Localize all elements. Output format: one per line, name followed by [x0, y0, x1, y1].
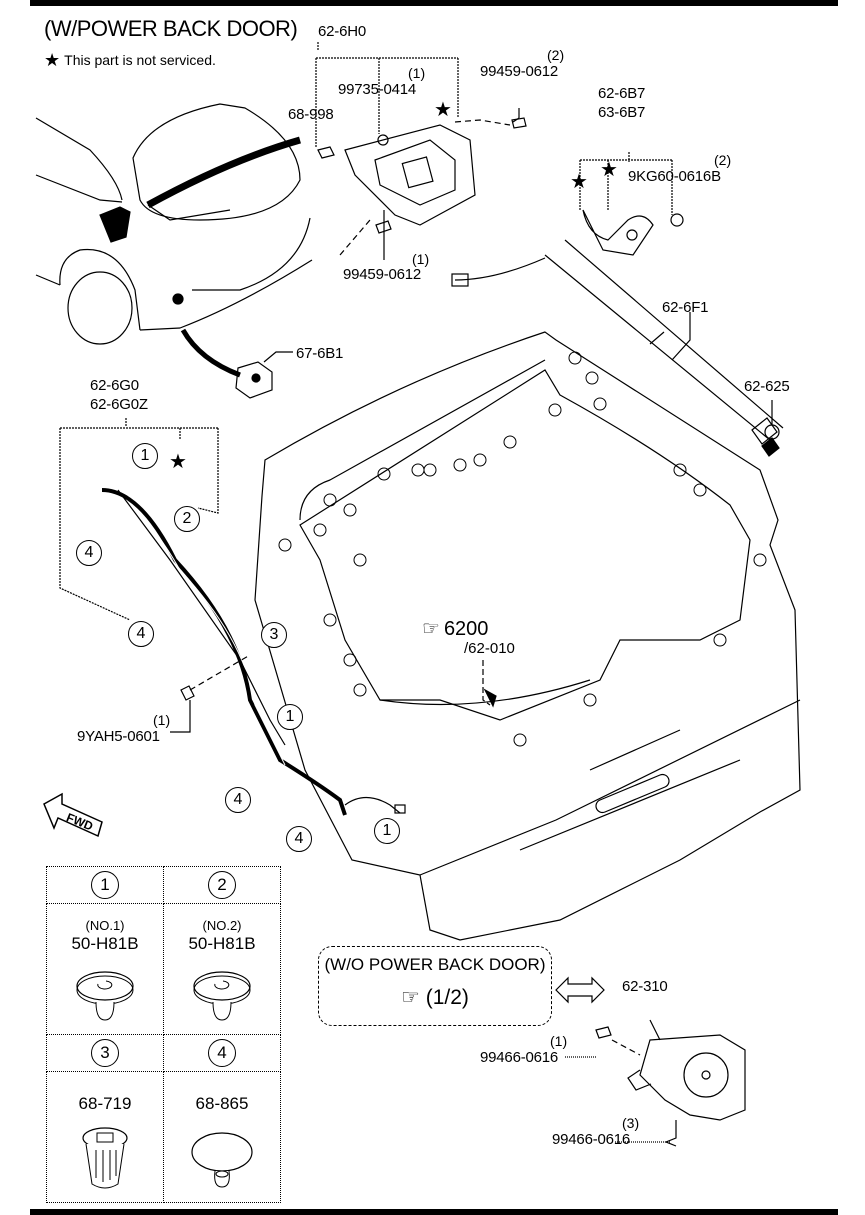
part-label-harness-2[interactable]: 62-6G0Z	[90, 396, 148, 413]
clip-part-number: 68-865	[195, 1094, 249, 1113]
clip-number-badge: 2	[208, 871, 236, 899]
part-label-harness-bolt[interactable]: 9YAH5-0601	[77, 728, 160, 745]
without-power-door-note[interactable]: (W/O POWER BACK DOOR) ☞ (1/2)	[318, 946, 552, 1026]
pointing-hand-icon: ☞	[401, 986, 426, 1009]
harness-connector-icon	[99, 206, 131, 243]
callout-clip-4[interactable]: 4	[128, 621, 154, 647]
qty-label: (1)	[550, 1033, 568, 1049]
not-serviced-star-icon: ★	[434, 99, 452, 121]
qty-label: (1)	[153, 712, 171, 728]
part-label-hinge-bracket-2[interactable]: 63-6B7	[598, 104, 646, 121]
callout-clip-4[interactable]: 4	[225, 787, 251, 813]
door-reference[interactable]: ☞6200	[422, 616, 488, 641]
part-label-bracket-bolt-upper[interactable]: 99459-0612	[480, 63, 559, 80]
callout-clip-1[interactable]: 1	[277, 704, 303, 730]
wiring-harness-strip	[146, 136, 301, 209]
top-border	[30, 0, 838, 6]
clip-cell-4[interactable]: 68-865	[163, 1071, 281, 1203]
qty-label: (3)	[622, 1115, 640, 1131]
latch-actuator-icon	[627, 1034, 746, 1121]
fwd-arrow-icon: FWD	[43, 792, 103, 838]
part-label-bracket-clip[interactable]: 68-998	[288, 106, 334, 123]
double-arrow-icon	[555, 976, 605, 1004]
clip-cell-1[interactable]: (NO.1) 50-H81B	[46, 903, 164, 1035]
page-title: (W/POWER BACK DOOR)	[44, 16, 298, 41]
clip-table-header-2: 2	[163, 866, 281, 904]
fwd-label: FWD	[64, 810, 95, 833]
clip-table-header-1: 1	[46, 866, 164, 904]
part-label-hinge-bracket-1[interactable]: 62-6B7	[598, 85, 646, 102]
clip-note: (NO.1)	[85, 918, 125, 933]
note-ref-value: (1/2)	[425, 986, 469, 1009]
callout-clip-3[interactable]: 3	[261, 622, 287, 648]
gas-strut-icon	[544, 239, 784, 457]
clip-reference-table: 1 2 (NO.1) 50-H81B (NO.2) 50-H81B 3	[46, 866, 281, 1203]
bracket-assy-icon	[317, 124, 476, 226]
part-label-strut[interactable]: 62-6F1	[662, 299, 709, 316]
part-label-bracket-screw[interactable]: 99735-0414	[338, 81, 417, 98]
part-label-harness-1[interactable]: 62-6G0	[90, 377, 139, 394]
vehicle-outline-icon	[35, 103, 313, 345]
push-clip-icon	[76, 971, 134, 1021]
part-label-latch-bolt-upper[interactable]: 99466-0616	[480, 1049, 559, 1066]
clip-number-badge: 4	[208, 1039, 236, 1067]
forward-direction-arrow: FWD	[40, 792, 112, 853]
not-serviced-star-icon: ★	[169, 451, 187, 473]
qty-label: (2)	[714, 152, 732, 168]
clip-cell-3[interactable]: 68-719	[46, 1071, 164, 1203]
clip-part-number: 50-H81B	[71, 934, 139, 953]
not-serviced-star-icon: ★	[570, 171, 588, 193]
clip-cell-2[interactable]: (NO.2) 50-H81B	[163, 903, 281, 1035]
part-label-strut-cap[interactable]: 62-625	[744, 378, 790, 395]
part-label-bracket-bolt-lower[interactable]: 99459-0612	[343, 266, 422, 283]
part-label-bracket-assy[interactable]: 62-6H0	[318, 23, 366, 40]
clip-part-number: 68-719	[78, 1094, 132, 1113]
part-label-latch-bolt-lower[interactable]: 99466-0616	[552, 1131, 631, 1148]
clip-table-header-4: 4	[163, 1034, 281, 1072]
part-label-hinge-bolt[interactable]: 9KG60-0616B	[628, 168, 721, 185]
push-clip-icon	[193, 971, 251, 1021]
note-title: (W/O POWER BACK DOOR)	[324, 955, 546, 974]
qty-label: (1)	[408, 65, 426, 81]
door-ref-number: 6200	[443, 618, 489, 640]
clip-table-header-3: 3	[46, 1034, 164, 1072]
callout-clip-4[interactable]: 4	[76, 540, 102, 566]
clip-number-badge: 1	[91, 871, 119, 899]
part-label-door[interactable]: /62-010	[464, 640, 515, 657]
part-label-latch[interactable]: 62-310	[622, 978, 668, 995]
star-icon: ★	[44, 50, 61, 70]
note-reference: ☞ (1/2)	[319, 985, 551, 1010]
legend-text: This part is not serviced.	[64, 52, 216, 68]
callout-clip-4[interactable]: 4	[286, 826, 312, 852]
callout-clip-1[interactable]: 1	[132, 443, 158, 469]
clip-note: (NO.2)	[202, 918, 242, 933]
pointing-hand-icon: ☞	[422, 618, 440, 640]
fir-tree-clip-icon	[82, 1127, 128, 1189]
callout-clip-2[interactable]: 2	[174, 506, 200, 532]
door-switch-icon	[235, 361, 273, 399]
part-label-switch[interactable]: 67-6B1	[296, 345, 344, 362]
not-serviced-star-icon: ★	[600, 159, 618, 181]
clip-part-number: 50-H81B	[188, 934, 256, 953]
qty-label: (1)	[412, 251, 430, 267]
qty-label: (2)	[547, 47, 565, 63]
bottom-border	[30, 1209, 838, 1215]
clip-number-badge: 3	[91, 1039, 119, 1067]
back-door-panel-icon	[254, 331, 801, 941]
legend: ★This part is not serviced.	[44, 50, 216, 71]
cap-clip-icon	[191, 1132, 253, 1188]
callout-clip-1[interactable]: 1	[374, 818, 400, 844]
